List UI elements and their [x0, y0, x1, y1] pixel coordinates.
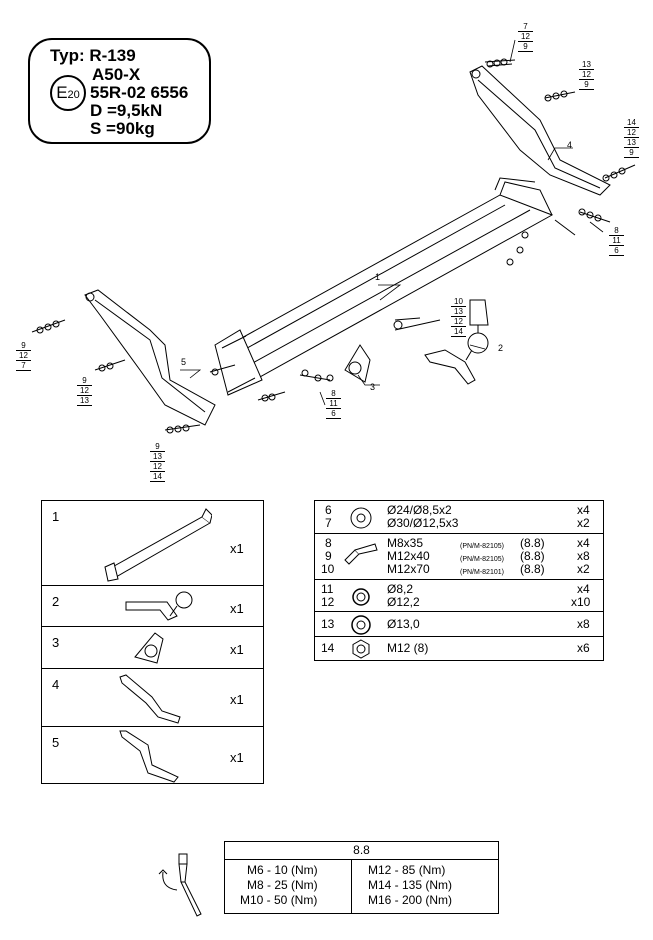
assembly-drawing [31, 39, 636, 434]
d-value: D =9,5kN [90, 101, 163, 120]
crossbar-thumbnail [104, 508, 212, 582]
s-value: S =90kg [90, 119, 155, 138]
parts-table: 1 x1 2 x1 3 x1 [41, 500, 264, 784]
flat-washer-icon [351, 615, 371, 635]
part-label-5: 5 [181, 357, 187, 367]
part-label-2: 2 [498, 343, 504, 353]
hardware-table: 6 7 Ø24/Ø8,5x2 Ø30/Ø12,5x3 x4 x2 8 9 10 … [314, 500, 604, 661]
torque-header-row: 8.8 [225, 842, 498, 860]
type-info-box: Typ: R-139 A50-X E20 55R-02 6556 D =9,5k… [28, 38, 211, 144]
bolt-icon [344, 543, 378, 565]
right-bracket-thumbnail [119, 674, 181, 724]
table-row: 5 x1 [42, 727, 263, 785]
table-row: 6 7 Ø24/Ø8,5x2 Ø30/Ø12,5x3 x4 x2 [315, 501, 603, 534]
type-line: Typ: R-139 [50, 46, 136, 65]
e-mark-icon: E20 [50, 75, 86, 111]
vehicle-code: A50-X [92, 65, 141, 84]
table-row: 8 9 10 M8x35 M12x40 M12x70 (PN/M-82105) … [315, 534, 603, 580]
table-row: 13 Ø13,0 x8 [315, 612, 603, 637]
table-row: 14 M12 (8) x6 [315, 637, 603, 660]
part-label-3: 3 [370, 382, 376, 392]
approval-number: 55R-02 6556 [90, 83, 189, 102]
spring-washer-icon [352, 588, 370, 606]
table-row: 3 x1 [42, 627, 263, 669]
torque-table: 8.8 M6 - 10 (Nm) M8 - 25 (Nm) M10 - 50 (… [224, 841, 499, 914]
table-row: 2 x1 [42, 586, 263, 627]
part-label-4: 4 [567, 140, 573, 150]
table-row: 4 x1 [42, 669, 263, 727]
table-row: 11 12 Ø8,2 Ø12,2 x4 x10 [315, 580, 603, 612]
table-row: 1 x1 [42, 501, 263, 586]
part-label-1: 1 [375, 272, 381, 282]
left-bracket-thumbnail [119, 730, 179, 783]
washer-icon [350, 507, 372, 529]
torque-grade: 8.8 [353, 843, 370, 857]
nut-icon [352, 639, 370, 659]
ball-coupling-thumbnail [125, 591, 193, 621]
socket-plate-thumbnail [134, 632, 164, 664]
divider [351, 859, 352, 913]
torque-wrench-icon [158, 853, 202, 917]
